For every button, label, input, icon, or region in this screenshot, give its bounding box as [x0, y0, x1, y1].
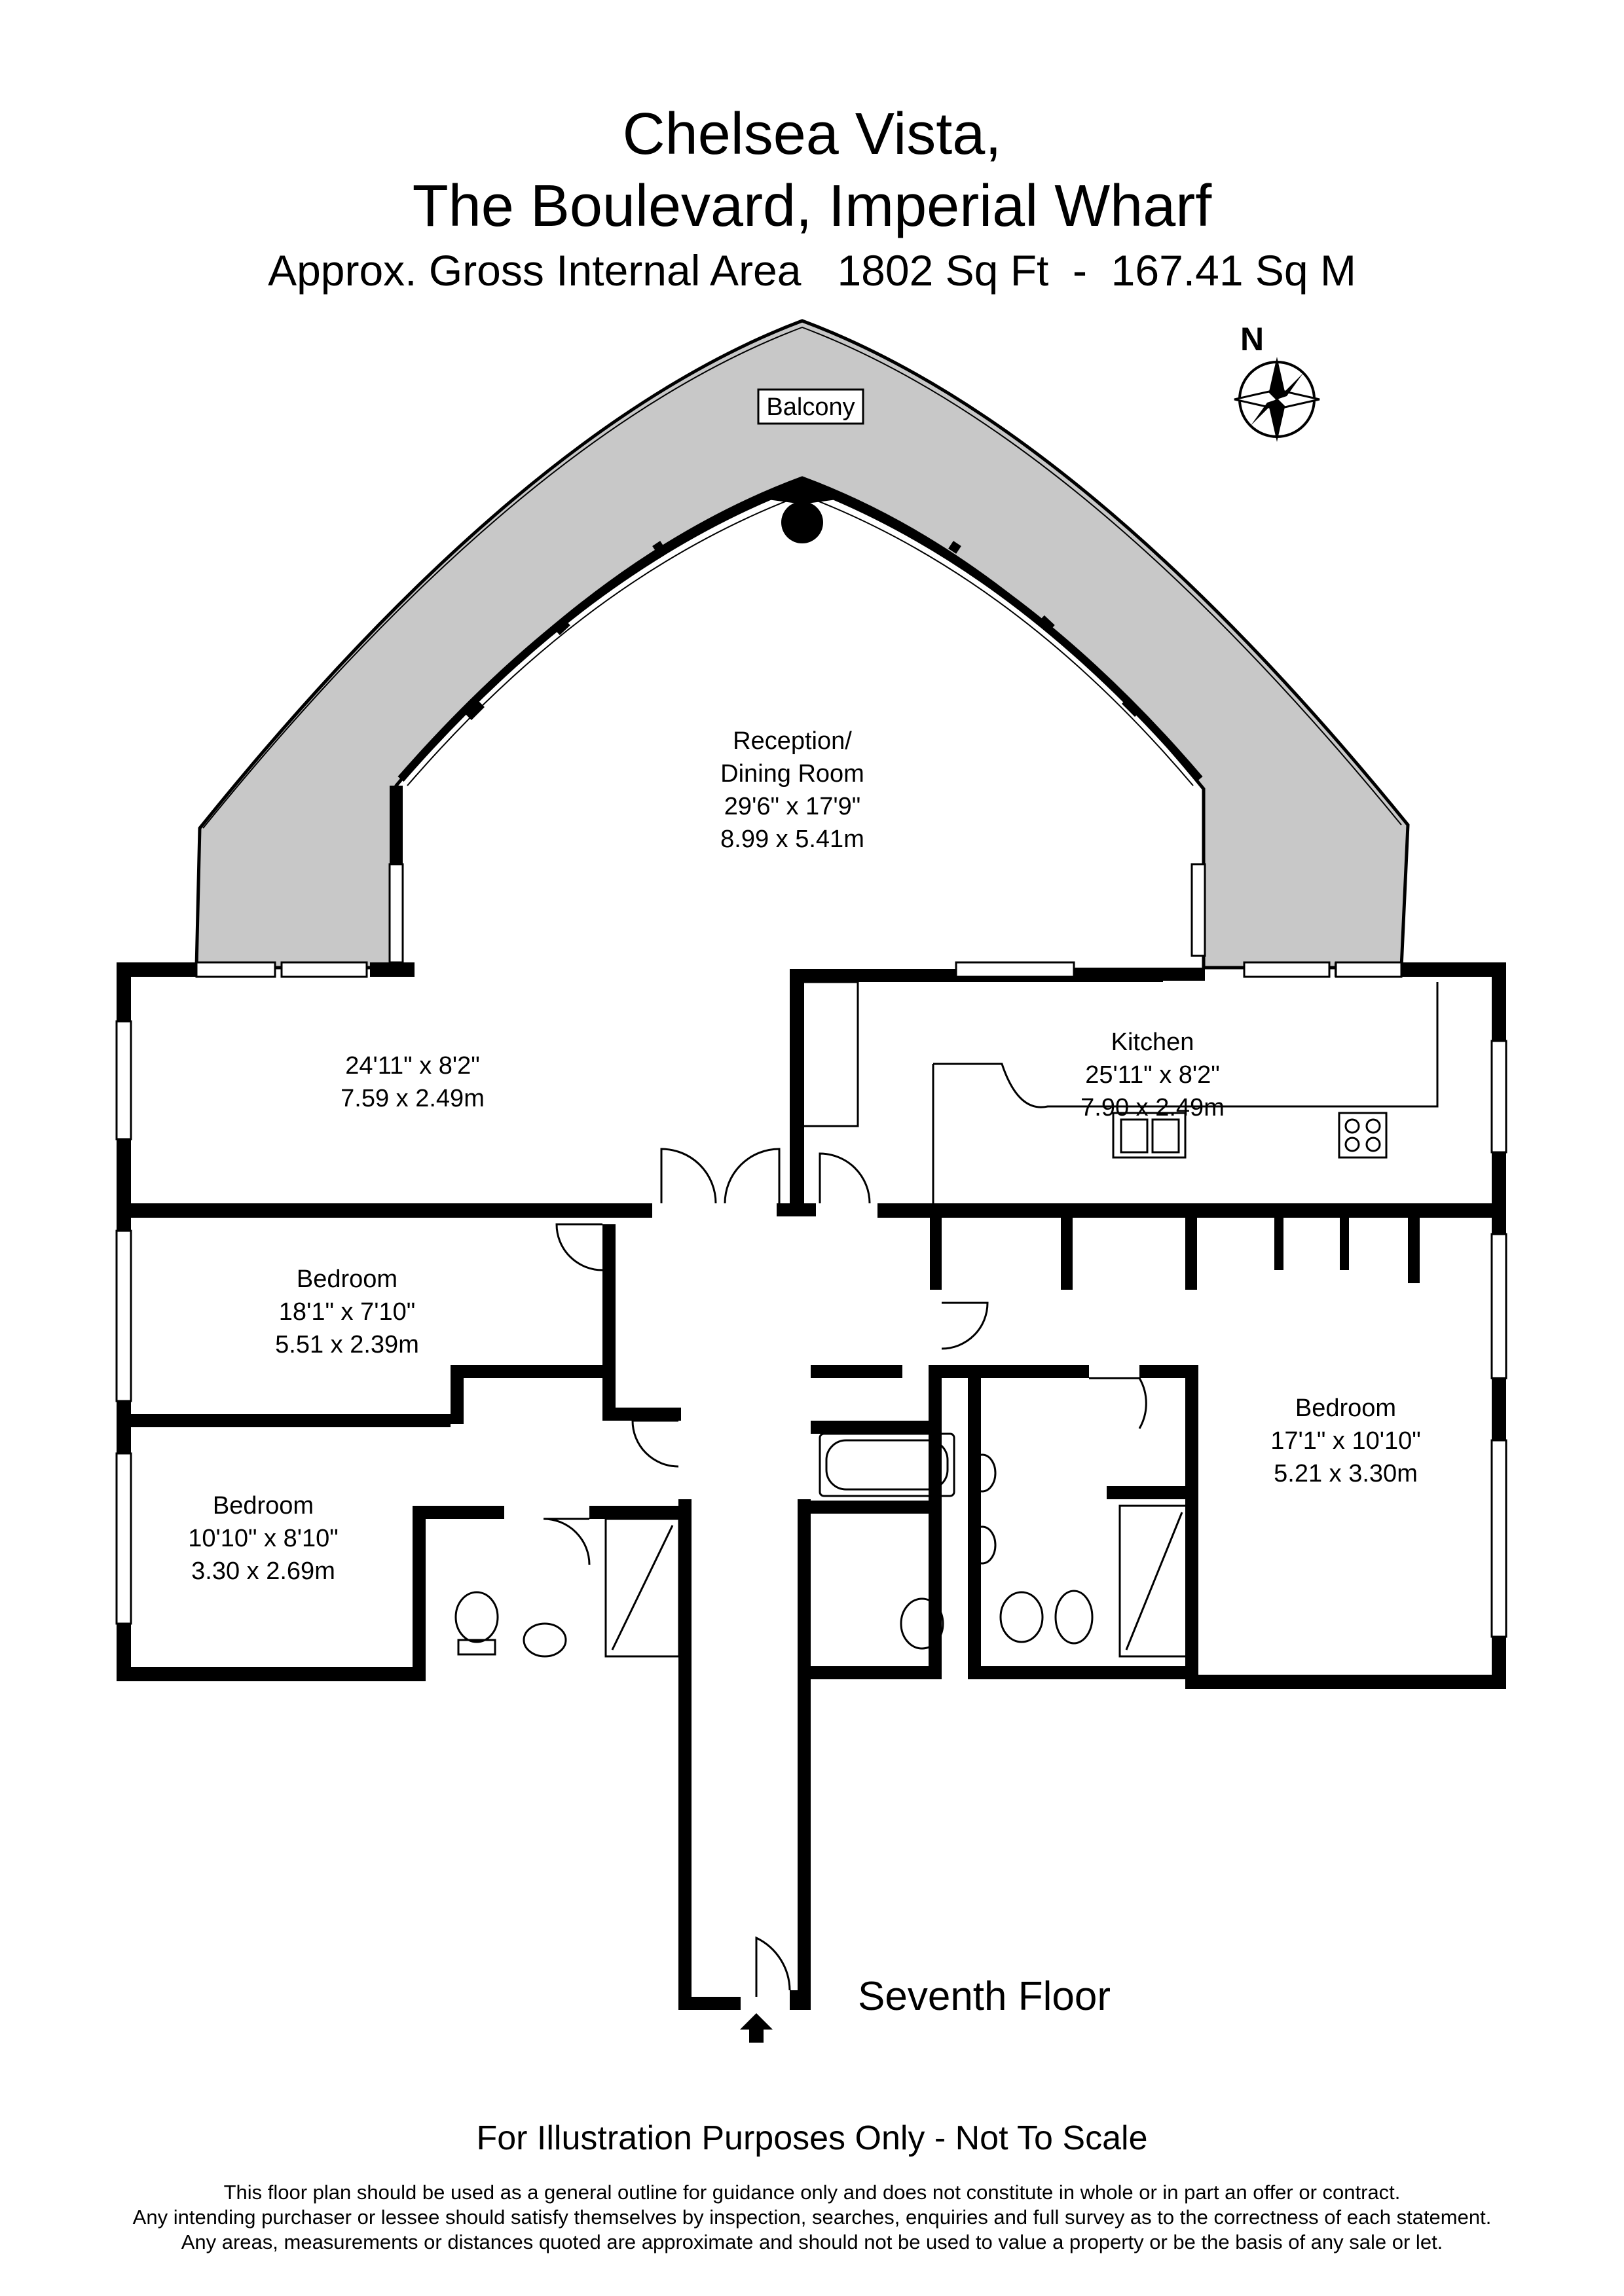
reception-imperial: 29'6" x 17'9" — [724, 793, 860, 820]
illustration-notice: For Illustration Purposes Only - Not To … — [476, 2119, 1148, 2157]
kitchen-units — [804, 981, 1439, 1203]
gross-internal-area: Approx. Gross Internal Area 1802 Sq Ft -… — [268, 246, 1356, 295]
floor-label: Seventh Floor — [858, 1974, 1111, 2019]
reception-metric: 8.99 x 5.41m — [720, 826, 864, 853]
bedroom2-name: Bedroom — [213, 1492, 314, 1520]
bedroom1-imperial: 18'1" x 7'10" — [279, 1298, 415, 1326]
compass-star-icon: N — [1234, 321, 1320, 442]
windows — [115, 863, 1507, 1638]
kitchen-name: Kitchen — [1111, 1029, 1194, 1056]
compass-north-label: N — [1240, 321, 1264, 357]
west-reception-metric: 7.59 x 2.49m — [341, 1085, 485, 1112]
bedroom1-metric: 5.51 x 2.39m — [275, 1331, 419, 1358]
disclaimer: This floor plan should be used as a gene… — [0, 2180, 1624, 2255]
room-labels: Reception/ Dining Room 29'6" x 17'9" 8.9… — [188, 727, 1421, 2019]
west-reception-imperial: 24'11" x 8'2" — [345, 1052, 480, 1080]
reception-glazing — [397, 477, 1203, 786]
balcony-label: Balcony — [766, 393, 855, 421]
bedroom1-name: Bedroom — [297, 1266, 397, 1293]
bedroom2-imperial: 10'10" x 8'10" — [188, 1525, 339, 1552]
reception-label-1: Reception/ — [733, 727, 852, 755]
property-address: The Boulevard, Imperial Wharf — [412, 173, 1212, 239]
structural-column — [781, 501, 823, 543]
bedroom2-metric: 3.30 x 2.69m — [191, 1558, 335, 1585]
bedroom3-metric: 5.21 x 3.30m — [1274, 1460, 1418, 1487]
entrance-arrow-icon — [740, 2013, 773, 2043]
property-name: Chelsea Vista, — [622, 101, 1002, 167]
bathroom-fixtures — [454, 1432, 1190, 1658]
bedroom3-name: Bedroom — [1295, 1394, 1396, 1422]
bedroom3-imperial: 17'1" x 10'10" — [1270, 1427, 1421, 1455]
kitchen-imperial: 25'11" x 8'2" — [1085, 1061, 1220, 1089]
balcony: Balcony — [194, 319, 1410, 970]
disclaimer-line-1: This floor plan should be used as a gene… — [223, 2181, 1401, 2204]
disclaimer-line-2: Any intending purchaser or lessee should… — [132, 2206, 1492, 2229]
doors — [543, 1148, 1147, 1997]
reception-label-2: Dining Room — [720, 760, 864, 788]
disclaimer-line-3: Any areas, measurements or distances quo… — [181, 2231, 1443, 2253]
kitchen-metric: 7.90 x 2.49m — [1080, 1094, 1225, 1121]
